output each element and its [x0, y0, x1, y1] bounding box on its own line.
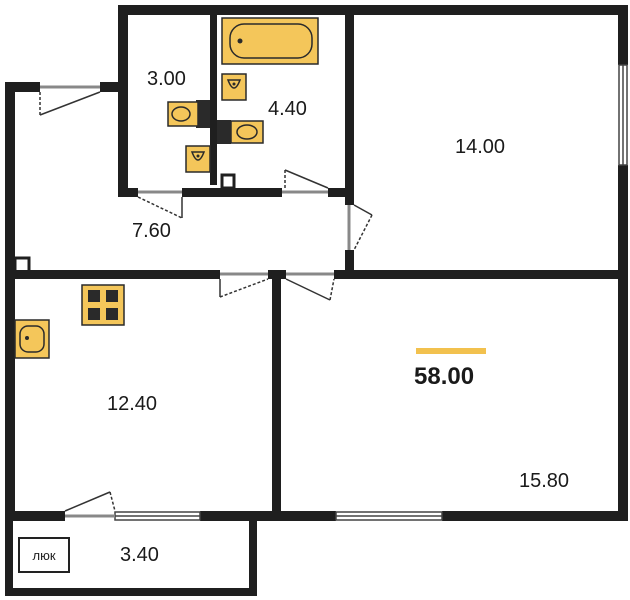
window-icon	[114, 511, 201, 521]
wall-balcony-left	[5, 520, 13, 595]
wall-column-small	[220, 173, 236, 190]
hatch-label-text: люк	[32, 547, 56, 563]
wall-left	[5, 82, 15, 520]
walls	[5, 5, 628, 596]
door-icon	[347, 204, 373, 251]
wall-right-top	[618, 5, 628, 65]
toilet-icon	[217, 120, 264, 144]
doors	[39, 85, 373, 518]
wall-mid-a	[5, 270, 220, 279]
wall-wet-left	[118, 5, 128, 197]
area-label-bedroom: 14.00	[455, 136, 506, 158]
door-icon	[64, 491, 116, 518]
total-area-accent-bar	[416, 348, 486, 354]
wall-wet-partition	[210, 15, 217, 185]
wall-mid-b	[268, 270, 286, 279]
bathtub-icon	[221, 17, 319, 65]
area-label-hallway: 7.60	[132, 220, 171, 242]
window-icon	[618, 64, 628, 166]
door-icon	[219, 272, 269, 298]
sink-icon	[14, 319, 50, 359]
wall-bath-bedroom-low	[345, 250, 354, 278]
wall-wet-bottom-c	[328, 188, 353, 197]
toilet-icon	[167, 100, 210, 128]
door-icon	[137, 190, 183, 219]
wall-bottom-c	[442, 511, 628, 521]
wall-hall-top-left	[5, 82, 40, 92]
area-label-balcony: 3.40	[120, 544, 159, 566]
total-area: 58.00	[414, 363, 475, 390]
wall-bottom-a	[5, 511, 65, 521]
area-label-kitchen: 12.40	[107, 393, 158, 415]
wall-column	[13, 256, 31, 274]
door-icon	[39, 85, 101, 116]
area-label-living-room: 15.80	[519, 470, 570, 492]
wall-balcony-bottom	[5, 588, 257, 596]
sink-icon	[221, 73, 247, 101]
window-icon	[335, 511, 443, 521]
wall-right-mid	[618, 165, 628, 520]
windows	[114, 64, 628, 521]
wall-bottom-b	[200, 511, 336, 521]
wall-mid-c	[334, 270, 628, 279]
hatch-label: люк	[18, 537, 70, 573]
wall-wet-bottom-b	[182, 188, 282, 197]
door-icon	[285, 272, 335, 301]
wall-top	[118, 5, 628, 15]
stove-icon	[81, 284, 125, 326]
wall-hall-top-right	[100, 82, 125, 92]
wall-wet-bottom-a	[118, 188, 138, 197]
wall-kitchen-living	[272, 278, 281, 520]
wall-bath-bedroom	[345, 5, 354, 205]
area-label-bathroom: 4.40	[268, 98, 307, 120]
sink-icon	[185, 145, 211, 173]
wall-balcony-right	[249, 511, 257, 596]
area-label-toilet: 3.00	[147, 68, 186, 90]
door-icon	[282, 169, 329, 194]
